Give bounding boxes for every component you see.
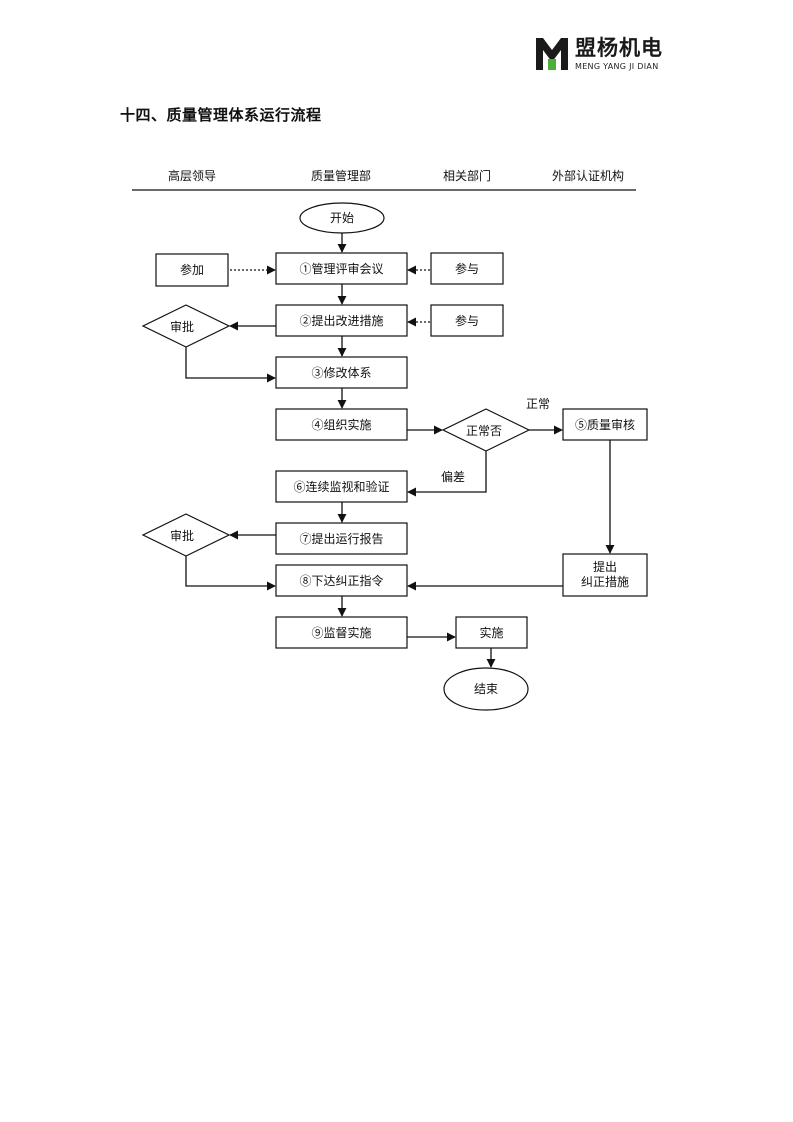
related-implement-box: 实施	[455, 616, 528, 649]
related-participate-box-1: 参与	[430, 252, 504, 285]
lane-header-leadership: 高层领导	[168, 168, 216, 183]
brand-name: 盟杨机电	[575, 36, 663, 60]
corrective-label-line2: 纠正措施	[581, 575, 629, 589]
step1-label: ①管理评审会议	[299, 261, 383, 276]
normal-decision-diamond: 正常否	[441, 408, 531, 452]
approval-label-2: 审批	[170, 528, 194, 543]
lane-header-quality-dept: 质量管理部	[311, 168, 371, 183]
step8-label: ⑧下达纠正指令	[299, 573, 383, 588]
related-participate-label-2: 参与	[455, 313, 479, 328]
related-participate-label-1: 参与	[455, 261, 479, 276]
corrective-measures-box: 提出 纠正措施	[562, 553, 648, 597]
step4-label: ④组织实施	[311, 417, 371, 432]
step3-revise-system: ③修改体系	[275, 356, 408, 389]
corrective-label-line1: 提出	[593, 559, 617, 574]
step2-label: ②提出改进措施	[299, 313, 383, 328]
approval-diamond-1: 审批	[141, 304, 231, 348]
step7-label: ⑦提出运行报告	[299, 531, 383, 546]
approval-label-1: 审批	[170, 319, 194, 334]
brand-subtitle: MENG YANG JI DIAN	[575, 62, 659, 71]
start-node: 开始	[299, 202, 385, 234]
related-implement-label: 实施	[479, 625, 503, 640]
edge-approval1-to-step3	[185, 347, 276, 383]
step2-propose-improvements: ②提出改进措施	[275, 304, 408, 337]
step9-label: ⑨监督实施	[311, 625, 371, 640]
step4-organize-implementation: ④组织实施	[275, 408, 408, 441]
decision-label: 正常否	[466, 424, 502, 438]
approval-diamond-2: 审批	[141, 513, 231, 557]
step7-operation-report: ⑦提出运行报告	[275, 522, 408, 555]
step5-label: ⑤质量审核	[575, 417, 635, 432]
edge-approval2-to-step8	[185, 556, 276, 591]
section-title: 十四、质量管理体系运行流程	[120, 106, 322, 124]
step6-continuous-monitoring: ⑥连续监视和验证	[275, 470, 408, 503]
company-logo: 盟杨机电 MENG YANG JI DIAN	[534, 36, 674, 76]
step6-label: ⑥连续监视和验证	[293, 479, 389, 494]
step9-supervise-implementation: ⑨监督实施	[275, 616, 408, 649]
edge-label-deviation: 偏差	[441, 469, 465, 484]
end-label: 结束	[474, 682, 498, 696]
edge-decision-to-step6	[407, 451, 487, 497]
leadership-join-label: 参加	[180, 262, 204, 277]
start-label: 开始	[330, 211, 354, 225]
related-participate-box-2: 参与	[430, 304, 504, 337]
step1-management-review: ①管理评审会议	[275, 252, 408, 285]
lane-header-external-cert: 外部认证机构	[552, 168, 624, 183]
step8-issue-corrective-order: ⑧下达纠正指令	[275, 564, 408, 597]
logo-m-icon	[536, 38, 568, 70]
end-node: 结束	[443, 667, 529, 711]
logo-accent-shape	[548, 59, 556, 70]
leadership-join-box: 参加	[155, 253, 229, 287]
edge-label-normal: 正常	[526, 397, 550, 411]
step5-quality-audit: ⑤质量审核	[562, 408, 648, 441]
step3-label: ③修改体系	[311, 365, 371, 380]
lane-header-related-dept: 相关部门	[443, 168, 491, 183]
